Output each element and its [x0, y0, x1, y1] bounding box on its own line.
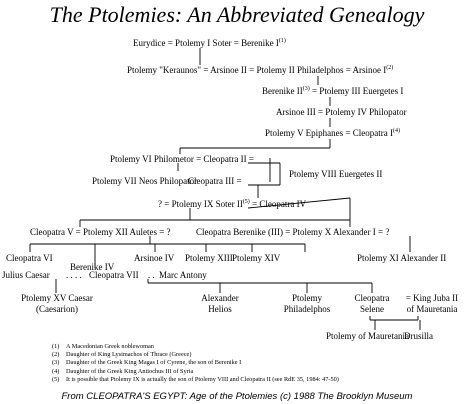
gen8-alexander-i: Cleopatra Berenike (III) = Ptolemy X Ale…	[196, 227, 390, 237]
page-title: The Ptolemies: An Abbreviated Genealogy	[49, 2, 425, 27]
gen9-arsinoe-iv: Arsinoe IV	[134, 253, 175, 263]
gen7-soter-ii: ? = Ptolemy IX Soter II(5) = Cleopatra I…	[158, 199, 307, 209]
gen10-dots-left: . . . .	[66, 270, 82, 280]
source-credit: From CLEOPATRA'S EGYPT: Age of the Ptole…	[61, 391, 413, 402]
footnote: (4)Daughter of the Greek King Antiochus …	[52, 367, 194, 375]
footnote: (5)It is possible that Ptolemy IX is act…	[52, 375, 339, 383]
gen9-ptolemy-xi: Ptolemy XI Alexander II	[357, 253, 447, 263]
footnote: (1)A Macedonian Greek noblewoman	[52, 343, 154, 350]
philadelphos-line2: Philadelphos	[283, 304, 331, 314]
caesarion-name: Ptolemy XV Caesar	[21, 293, 93, 303]
juba-line2: of Mauretania	[406, 304, 458, 314]
gen2-philadelphos: Ptolemy "Keraunos" = Arsinoe II = Ptolem…	[127, 65, 394, 75]
gen10-dots-right: . .	[148, 270, 155, 280]
footnotes: (1)A Macedonian Greek noblewoman (2)Daug…	[52, 343, 339, 384]
philadelphos-line1: Ptolemy	[291, 293, 322, 303]
gen10-cleopatra-vii: Cleopatra VII	[89, 270, 139, 280]
footnote: (2)Daughter of King Lysimachos of Thrace…	[52, 351, 192, 359]
gen9-cleopatra-vi: Cleopatra VI	[6, 253, 53, 263]
gen10-julius-caesar: Julius Caesar	[2, 270, 50, 280]
caesarion-alias: (Caesarion)	[36, 304, 78, 314]
gen6-cleopatra-iii: Cleopatra III =	[188, 176, 242, 186]
footnote: (3)Daughter of the Greek King Magas I of…	[52, 359, 242, 367]
gen12-ptolemy-of-mauretania: Ptolemy of Mauretania	[326, 331, 409, 341]
gen6-euergetes-ii: Ptolemy VIII Euergetes II	[289, 169, 383, 179]
selene-line1: Cleopatra	[354, 293, 390, 303]
gen9-berenike-iv: Berenike IV	[70, 262, 115, 272]
gen11-caesarion: Ptolemy XV Caesar(Caesarion)	[14, 293, 100, 315]
gen9-ptolemy-xiii: Ptolemy XIII	[185, 253, 233, 263]
gen6-neos-philopator: Ptolemy VII Neos Philopator	[92, 176, 198, 186]
selene-line2: Selene	[360, 304, 384, 314]
gen10-marc-antony: Marc Antony	[159, 270, 207, 280]
gen1-founders: Eurydice = Ptolemy I Soter = Berenike I(…	[133, 38, 286, 48]
gen9-ptolemy-xiv: Ptolemy XIV	[232, 253, 281, 263]
gen8-auletes: Cleopatra V = Ptolemy XII Auletes = ?	[30, 227, 171, 237]
alexander-line2: Helios	[208, 304, 232, 314]
gen6-philometor: Ptolemy VI Philometor = Cleopatra II =	[110, 154, 254, 164]
gen3-euergetes: Berenike II(3) = Ptolemy III Euergetes I	[262, 86, 404, 96]
gen4-philopator: Arsinoe III = Ptolemy IV Philopator	[276, 107, 407, 117]
gen5-epiphanes: Ptolemy V Epiphanes = Cleopatra I(4)	[265, 128, 400, 138]
alexander-line1: Alexander	[201, 293, 239, 303]
gen12-drusilla: Drusilla	[404, 331, 433, 341]
juba-line1: = King Juba II	[405, 293, 459, 303]
